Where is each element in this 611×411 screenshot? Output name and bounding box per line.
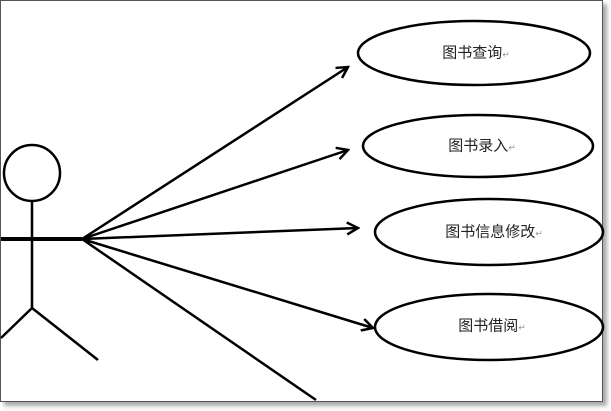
use-case-label-modify: 图书信息修改↵ (445, 221, 543, 242)
paragraph-mark-icon: ↵ (508, 143, 516, 154)
use-case-ellipse-borrow[interactable] (373, 292, 605, 362)
diagram-frame (0, 0, 603, 402)
association-arrow-modify (81, 228, 358, 241)
association-arrow-entry (81, 150, 348, 241)
actor-figure (0, 143, 99, 361)
paragraph-mark-icon: ↵ (518, 323, 526, 334)
use-case-ellipse-entry[interactable] (361, 113, 595, 179)
use-case-label-query: 图书查询↵ (442, 42, 510, 63)
paragraph-mark-icon: ↵ (535, 229, 543, 240)
label-text: 图书查询 (442, 43, 503, 62)
paragraph-mark-icon: ↵ (502, 50, 510, 61)
label-text: 图书信息修改 (445, 222, 536, 241)
label-text: 图书借阅 (458, 316, 519, 335)
association-arrow-query (81, 67, 348, 241)
association-arrow-borrow (81, 237, 373, 328)
label-text: 图书录入 (448, 136, 509, 155)
use-case-label-entry: 图书录入↵ (448, 135, 516, 156)
association-line-extra (81, 237, 317, 402)
use-case-ellipse-modify[interactable] (373, 197, 605, 267)
use-case-label-borrow: 图书借阅↵ (458, 315, 526, 336)
use-case-ellipse-query[interactable] (356, 19, 592, 87)
